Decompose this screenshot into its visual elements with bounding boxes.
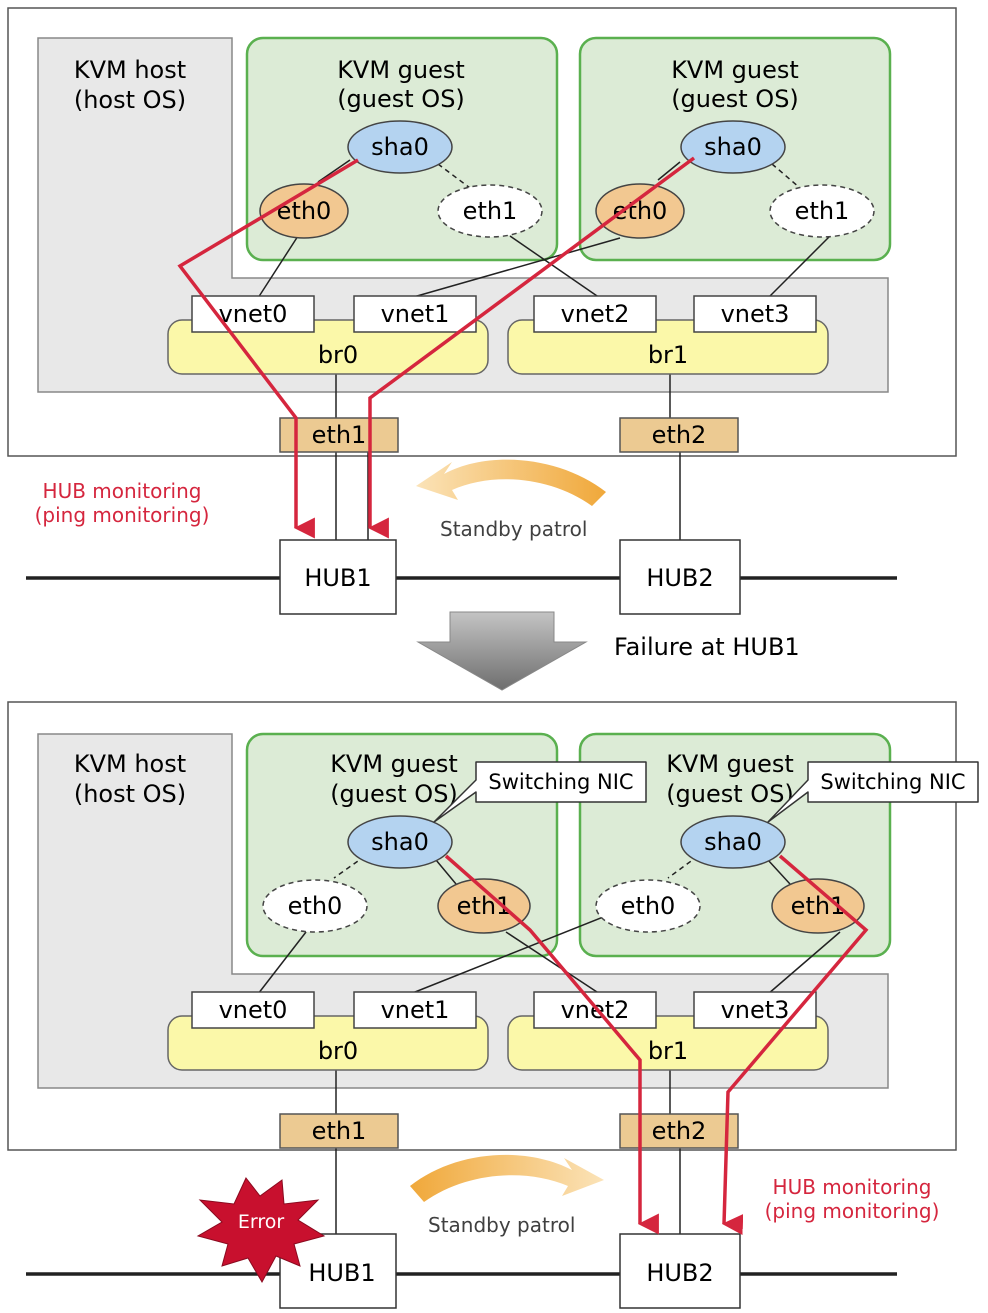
top-guest-2-eth1 <box>769 184 875 238</box>
bottom-vnet2-label: vnet2 <box>561 996 630 1024</box>
top-bridge-br1 <box>507 319 829 375</box>
top-guest-2-title-2: (guest OS) <box>671 85 799 113</box>
transition-big-arrow <box>416 611 588 691</box>
top-monitoring-label-2: (ping monitoring) <box>35 503 210 527</box>
bottom-phys-eth1 <box>279 1113 399 1149</box>
transition-label: Failure at HUB1 <box>614 633 800 661</box>
bottom-guest-2-sha0-label: sha0 <box>704 828 762 856</box>
bottom-guest-2-title-1: KVM guest <box>666 750 794 778</box>
bottom-bridge-br1 <box>507 1015 829 1071</box>
bottom-guest-1-title-1: KVM guest <box>330 750 458 778</box>
bottom-guest-2-eth1 <box>771 878 865 934</box>
bottom-guest-2-eth0 <box>595 879 701 933</box>
top-vnet2-label: vnet2 <box>561 300 630 328</box>
top-standby-patrol-label: Standby patrol <box>440 517 587 541</box>
bottom-route-guest-2 <box>721 854 869 1236</box>
top-bridge-br1-label: br1 <box>648 341 688 369</box>
bottom-guest-1-eth1 <box>437 878 531 934</box>
top-vnet0-label: vnet0 <box>219 300 288 328</box>
top-hub1 <box>279 539 397 615</box>
bottom-guest-1-eth0 <box>262 879 368 933</box>
top-hub2-label: HUB2 <box>646 564 713 592</box>
top-guest-2-sha0 <box>680 120 786 174</box>
top-vnet3-label: vnet3 <box>721 300 790 328</box>
top-guest-2-title-1: KVM guest <box>671 56 799 84</box>
bottom-bridge-br0-label: br0 <box>318 1037 358 1065</box>
bottom-bridge-br1-label: br1 <box>648 1037 688 1065</box>
bottom-monitoring-label-1: HUB monitoring <box>773 1175 932 1199</box>
bottom-guest-2-callout <box>767 761 979 823</box>
top-guest-1-eth1 <box>437 184 543 238</box>
bottom-guest-2-eth0-label: eth0 <box>621 892 676 920</box>
bottom-vnet1-label: vnet1 <box>381 996 450 1024</box>
top-guest-1-title-2: (guest OS) <box>337 85 465 113</box>
bottom-standby-patrol-label: Standby patrol <box>428 1213 575 1237</box>
bottom-standby-patrol-arrow <box>410 1154 604 1202</box>
error-label: Error <box>238 1211 285 1233</box>
bottom-phys-eth2-label: eth2 <box>652 1117 707 1145</box>
top-monitoring-label-1: HUB monitoring <box>43 479 202 503</box>
top-guest-1-eth0 <box>259 183 349 239</box>
top-route-guest-2 <box>367 156 696 539</box>
top-diagram: KVM host (host OS) KVM guest (guest OS) … <box>7 7 957 615</box>
error-burst-icon <box>196 1177 326 1284</box>
top-phys-eth2-label: eth2 <box>652 421 707 449</box>
bottom-route-guest-1 <box>444 854 659 1235</box>
transition: Failure at HUB1 <box>416 611 800 691</box>
top-guest-1-sha0-label: sha0 <box>371 133 429 161</box>
top-guest-1-sha0 <box>347 120 453 174</box>
bottom-monitoring-label-2: (ping monitoring) <box>765 1199 940 1223</box>
bottom-bridge-br0 <box>167 1015 489 1071</box>
bottom-guest-1-callout <box>433 761 647 823</box>
bottom-guest-2-sha0 <box>680 815 786 869</box>
bottom-vnet1 <box>353 991 477 1029</box>
top-vnet0 <box>191 295 315 333</box>
top-phys-eth1 <box>279 417 399 453</box>
bottom-hub1-label: HUB1 <box>308 1259 375 1287</box>
bottom-guest-1-callout-label: Switching NIC <box>488 770 633 794</box>
bottom-vnet2 <box>533 991 657 1029</box>
top-guest-2-eth1-label: eth1 <box>795 197 850 225</box>
bottom-hub1 <box>279 1233 397 1309</box>
top-bridge-br0 <box>167 319 489 375</box>
top-host-label-1: KVM host <box>74 56 186 84</box>
bottom-vnet3-label: vnet3 <box>721 996 790 1024</box>
top-bridge-br0-label: br0 <box>318 341 358 369</box>
bottom-hub2 <box>619 1233 741 1309</box>
bottom-guest-2-title-2: (guest OS) <box>666 780 794 808</box>
top-guest-1-title-1: KVM guest <box>337 56 465 84</box>
bottom-guest-1-sha0-label: sha0 <box>371 828 429 856</box>
top-phys-eth1-label: eth1 <box>312 421 367 449</box>
bottom-guest-1-eth0-label: eth0 <box>288 892 343 920</box>
bottom-guest-1-title-2: (guest OS) <box>330 780 458 808</box>
bottom-vnet0 <box>191 991 315 1029</box>
top-host-label-2: (host OS) <box>74 86 186 114</box>
bottom-vnet0-label: vnet0 <box>219 996 288 1024</box>
top-guest-2-sha0-label: sha0 <box>704 133 762 161</box>
bottom-guest-2-callout-label: Switching NIC <box>820 770 965 794</box>
bottom-diagram: KVM host (host OS) KVM guest (guest OS) … <box>7 701 979 1309</box>
top-guest-1-eth0-label: eth0 <box>277 197 332 225</box>
top-standby-patrol-arrow <box>416 459 606 506</box>
top-phys-eth2 <box>619 417 739 453</box>
bottom-host-label-1: KVM host <box>74 750 186 778</box>
bottom-phys-eth1-label: eth1 <box>312 1117 367 1145</box>
top-guest-2-eth0 <box>595 183 685 239</box>
bottom-hub2-label: HUB2 <box>646 1259 713 1287</box>
bottom-host-label-2: (host OS) <box>74 780 186 808</box>
top-guest-1-eth1-label: eth1 <box>463 197 518 225</box>
bottom-links <box>26 855 897 1276</box>
top-vnet1-label: vnet1 <box>381 300 450 328</box>
top-vnet2 <box>533 295 657 333</box>
top-route-guest-1 <box>177 158 359 539</box>
top-hub1-label: HUB1 <box>304 564 371 592</box>
top-hub2 <box>619 539 741 615</box>
top-vnet1 <box>353 295 477 333</box>
top-vnet3 <box>693 295 817 333</box>
bottom-guest-1-sha0 <box>347 815 453 869</box>
